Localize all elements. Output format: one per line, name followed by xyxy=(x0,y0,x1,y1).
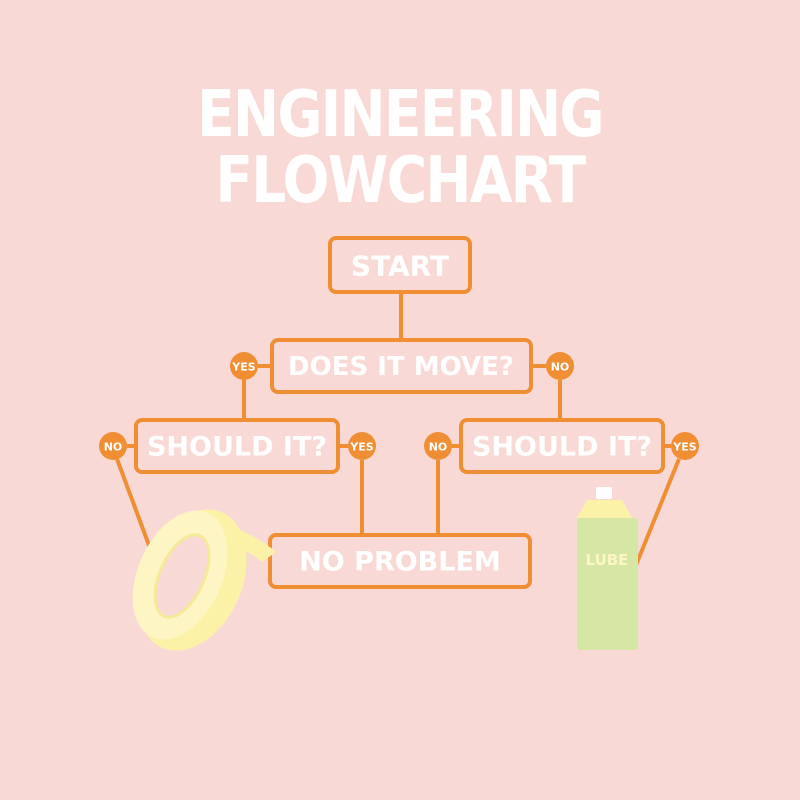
node-no-problem-label: NO PROBLEM xyxy=(299,547,501,578)
poster-title: ENGINEERING FLOWCHART xyxy=(56,82,744,214)
connector-left-no-to-tape xyxy=(115,458,152,549)
badge-moves-no: NO xyxy=(546,352,574,380)
node-does-it-move: DOES IT MOVE? xyxy=(270,338,533,394)
badge-moves-no-label: NO xyxy=(551,361,570,374)
node-should-it-right: SHOULD IT? xyxy=(459,418,665,474)
badge-moves-yes-label: YES xyxy=(231,361,255,374)
badge-moves-yes: YES xyxy=(230,352,258,380)
spray-can-icon: LUBE xyxy=(577,487,638,650)
spray-can-label: LUBE xyxy=(586,551,629,569)
spray-can-nozzle xyxy=(596,487,612,499)
badge-right-yes: YES xyxy=(671,432,699,460)
node-does-it-move-label: DOES IT MOVE? xyxy=(288,352,514,382)
badge-right-no-label: NO xyxy=(429,441,448,454)
title-line-2: FLOWCHART xyxy=(215,144,586,218)
connector-right-yes-to-lube xyxy=(632,458,681,571)
spray-can-cap xyxy=(577,500,632,518)
badge-right-yes-label: YES xyxy=(672,441,696,454)
node-start-label: START xyxy=(351,250,449,283)
node-should-it-left-label: SHOULD IT? xyxy=(147,432,327,463)
badge-left-no: NO xyxy=(99,432,127,460)
duct-tape-icon xyxy=(132,509,276,651)
badge-left-yes: YES xyxy=(348,432,376,460)
spray-can-body xyxy=(577,518,638,650)
node-should-it-left: SHOULD IT? xyxy=(134,418,340,474)
node-start: START xyxy=(328,236,472,294)
node-no-problem: NO PROBLEM xyxy=(268,533,532,589)
badge-left-no-label: NO xyxy=(104,441,123,454)
node-should-it-right-label: SHOULD IT? xyxy=(472,432,652,463)
badge-right-no: NO xyxy=(424,432,452,460)
title-line-1: ENGINEERING xyxy=(197,78,604,152)
tape-roll-inner-rim xyxy=(153,533,211,619)
badge-left-yes-label: YES xyxy=(349,441,373,454)
